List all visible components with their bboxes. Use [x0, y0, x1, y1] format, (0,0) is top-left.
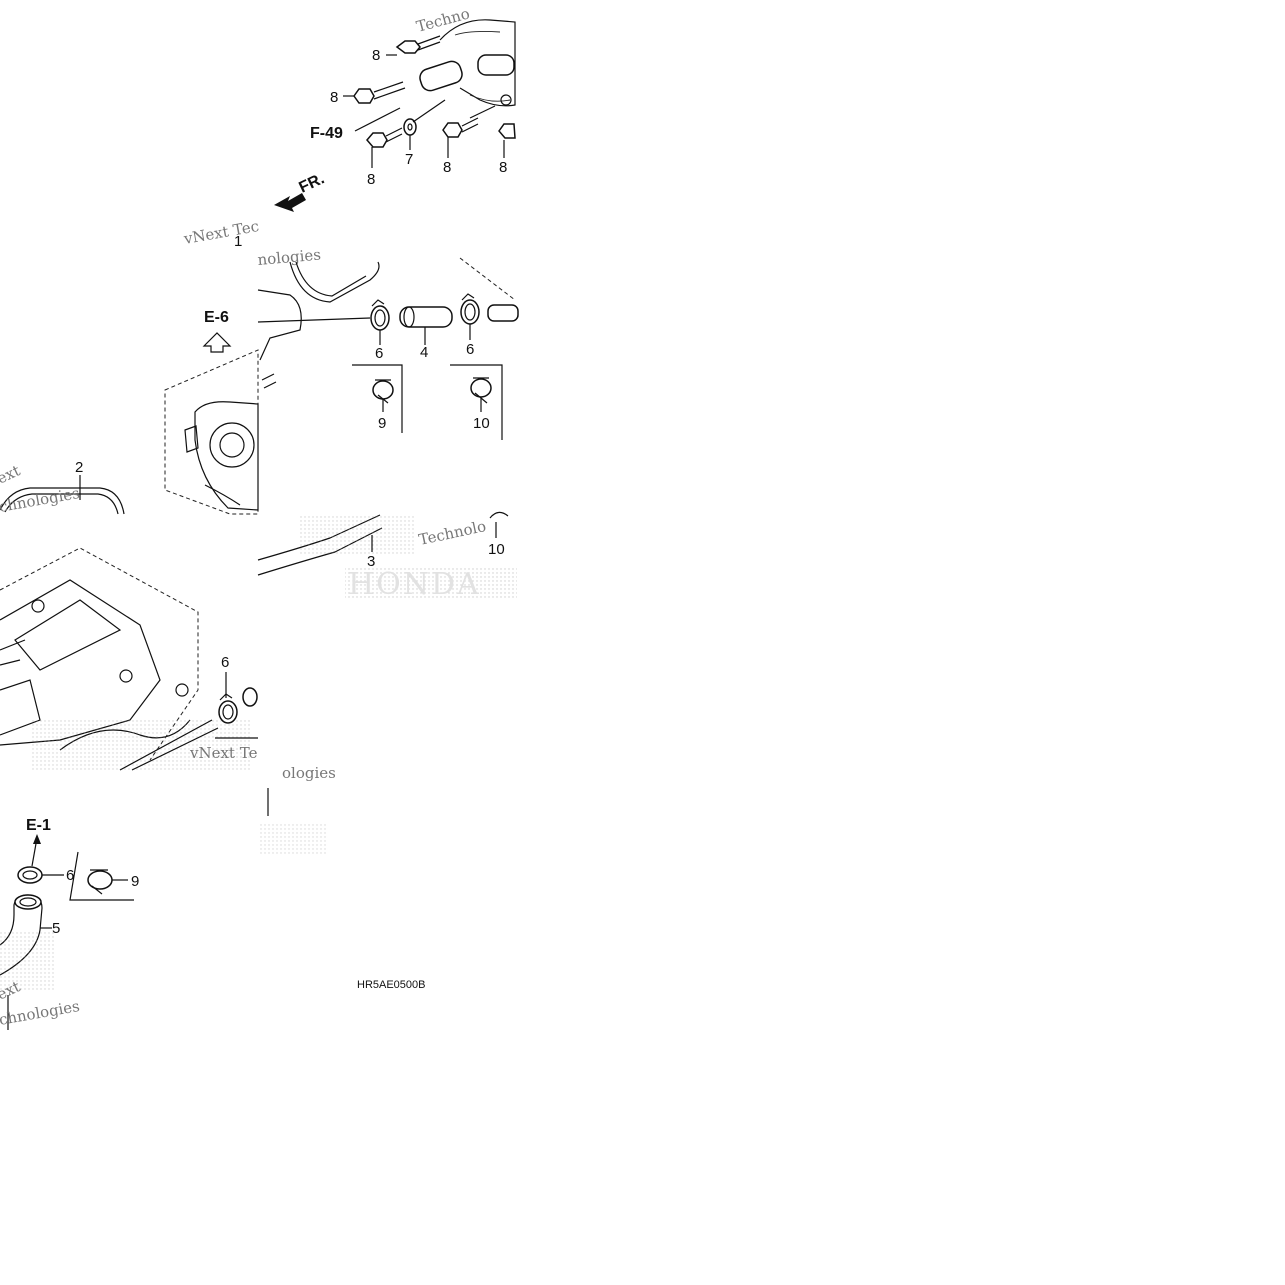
up-arrow-icon — [202, 332, 232, 353]
inset-frame — [352, 364, 403, 433]
bolt-8e — [498, 123, 516, 158]
callout-8: 8 — [372, 47, 380, 64]
washer-7 — [403, 118, 417, 150]
callout-8: 8 — [330, 89, 338, 106]
bolt-8a — [386, 35, 441, 56]
ref-f49: F-49 — [310, 125, 343, 142]
clamp-9 — [372, 379, 394, 412]
callout-2: 2 — [75, 459, 83, 476]
watermark-text: ext — [0, 461, 23, 487]
up-arrow-icon — [33, 834, 41, 844]
callout-4: 4 — [420, 344, 428, 361]
callout-8: 8 — [443, 159, 451, 176]
callout-1: 1 — [234, 233, 242, 250]
drawing-code: HR5AE0500B — [357, 979, 426, 991]
watermark-text: nologies — [257, 246, 322, 269]
clamp-10 — [470, 377, 492, 412]
hose-4 — [399, 306, 453, 345]
pump-cover-part — [439, 19, 516, 107]
clamp-6 — [370, 299, 390, 345]
pump-body-group — [164, 349, 277, 515]
pump-cover-group — [419, 19, 516, 107]
o-ring — [242, 687, 258, 707]
inset-frame — [450, 364, 503, 440]
inset-frame — [69, 851, 134, 901]
bolt-8b — [343, 81, 406, 104]
gasket-2-fragment — [289, 261, 380, 303]
watermark-text: vNext Tec — [182, 217, 261, 248]
outlet-pipe-right — [477, 54, 515, 76]
ref-e1: E-1 — [26, 817, 51, 834]
watermark-text: chnologies — [0, 484, 81, 516]
callout-9: 9 — [378, 415, 386, 432]
outlet-pipe — [419, 60, 463, 92]
callout-6: 6 — [66, 867, 74, 884]
watermark-text: vNext Te — [189, 744, 258, 762]
water-pipe — [119, 719, 219, 771]
callout-9: 9 — [131, 873, 139, 890]
callout-8: 8 — [499, 159, 507, 176]
bolt-8d — [442, 117, 479, 158]
ref-e6: E-6 — [204, 309, 229, 326]
callout-3: 3 — [367, 553, 375, 570]
callout-7: 7 — [405, 151, 413, 168]
callout-6: 6 — [466, 341, 474, 358]
watermark-text: chnologies — [0, 997, 81, 1029]
front-label: FR. — [297, 170, 328, 196]
callout-10: 10 — [473, 415, 490, 432]
callout-6: 6 — [375, 345, 383, 362]
watermark-text: Technolo — [417, 517, 488, 549]
clamp-6 — [460, 293, 480, 340]
callout-8: 8 — [367, 171, 375, 188]
callout-5: 5 — [52, 920, 60, 937]
clamp-9 — [87, 869, 128, 895]
bolt-8c — [366, 127, 403, 168]
clamp-10 — [489, 511, 509, 519]
honda-watermark: HONDA — [348, 567, 481, 602]
gasket-2 — [0, 475, 125, 515]
clamp-6 — [218, 672, 238, 724]
pipe-end — [487, 304, 519, 322]
callout-6: 6 — [221, 654, 229, 671]
clamp-6 — [17, 866, 64, 884]
watermark-text: ologies — [282, 764, 336, 782]
watermark-text: Techno — [414, 4, 471, 35]
front-arrow-icon — [274, 193, 306, 212]
honda-watermark-bg — [345, 568, 517, 598]
callout-10: 10 — [488, 541, 505, 558]
